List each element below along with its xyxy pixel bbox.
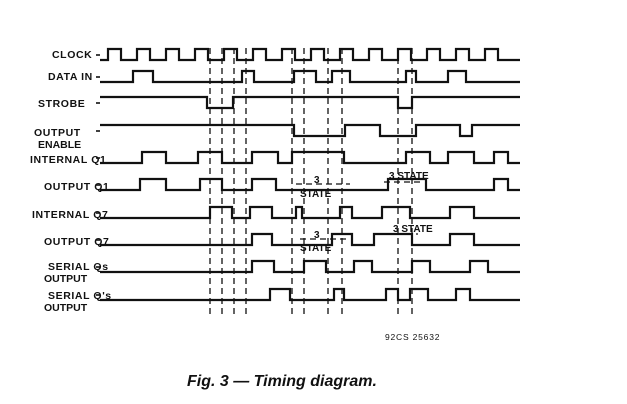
signal-sublabel-serial-q-s: OUTPUT <box>44 302 88 314</box>
signal-label-output-enable: OUTPUT <box>34 127 81 139</box>
three-state-label-q7-number: 3 <box>314 230 320 241</box>
timing-markers <box>96 48 420 318</box>
internal-q1-waveform <box>100 150 520 165</box>
figure-caption: Fig. 3 — Timing diagram. <box>187 373 377 390</box>
signal-label-serial-q-s: SERIAL Q's <box>48 290 112 302</box>
output-q1-waveform <box>100 177 520 192</box>
signal-labels: CLOCK DATA IN STROBE OUTPUT ENABLE INTER… <box>30 49 112 314</box>
signal-label-internal-q7: INTERNAL Q7 <box>32 209 108 221</box>
three-state-label-q1-second: 3 STATE <box>389 171 429 182</box>
three-state-label-q1-word: STATE <box>300 189 332 200</box>
signal-sublabel-output-enable: ENABLE <box>38 139 81 151</box>
output-q7-waveform <box>100 232 520 247</box>
data-in-waveform <box>100 69 520 84</box>
three-state-label-q7-second: 3 STATE <box>393 224 433 235</box>
waveforms <box>100 47 520 302</box>
signal-sublabel-serial-qs: OUTPUT <box>44 273 88 285</box>
signal-label-data-in: DATA IN <box>48 71 93 83</box>
figure-code: 92CS 25632 <box>385 332 440 342</box>
strobe-waveform <box>100 95 520 110</box>
signal-label-output-q7: OUTPUT Q7 <box>44 236 110 248</box>
three-state-label-q7-word: STATE <box>300 243 332 254</box>
serial-q-s-waveform <box>100 287 520 302</box>
output-enable-waveform <box>100 123 520 138</box>
signal-label-serial-qs: SERIAL Qs <box>48 261 109 273</box>
internal-q7-waveform <box>100 205 520 220</box>
clock-waveform <box>100 47 520 62</box>
three-state-label-q1-number: 3 <box>314 175 320 186</box>
signal-label-output-q1: OUTPUT Q1 <box>44 181 110 193</box>
serial-qs-waveform <box>100 259 520 274</box>
signal-label-clock: CLOCK <box>52 49 92 61</box>
signal-label-strobe: STROBE <box>38 98 85 110</box>
signal-label-internal-q1: INTERNAL Q1 <box>30 154 106 166</box>
